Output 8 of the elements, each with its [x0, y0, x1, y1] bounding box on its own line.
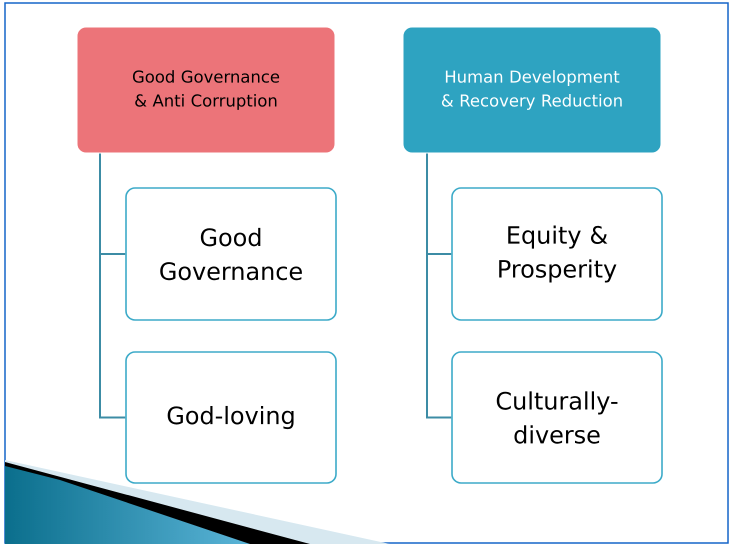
- item-box: Culturally-diverse: [451, 351, 663, 484]
- category-box: Good Governance & Anti Corruption: [76, 26, 336, 154]
- item-box: Equity & Prosperity: [451, 187, 663, 321]
- category-box: Human Development & Recovery Reduction: [402, 26, 662, 154]
- connector-line: [426, 154, 452, 418]
- item-box: God-loving: [125, 351, 337, 484]
- connector-line: [99, 154, 126, 418]
- item-box: Good Governance: [125, 187, 337, 321]
